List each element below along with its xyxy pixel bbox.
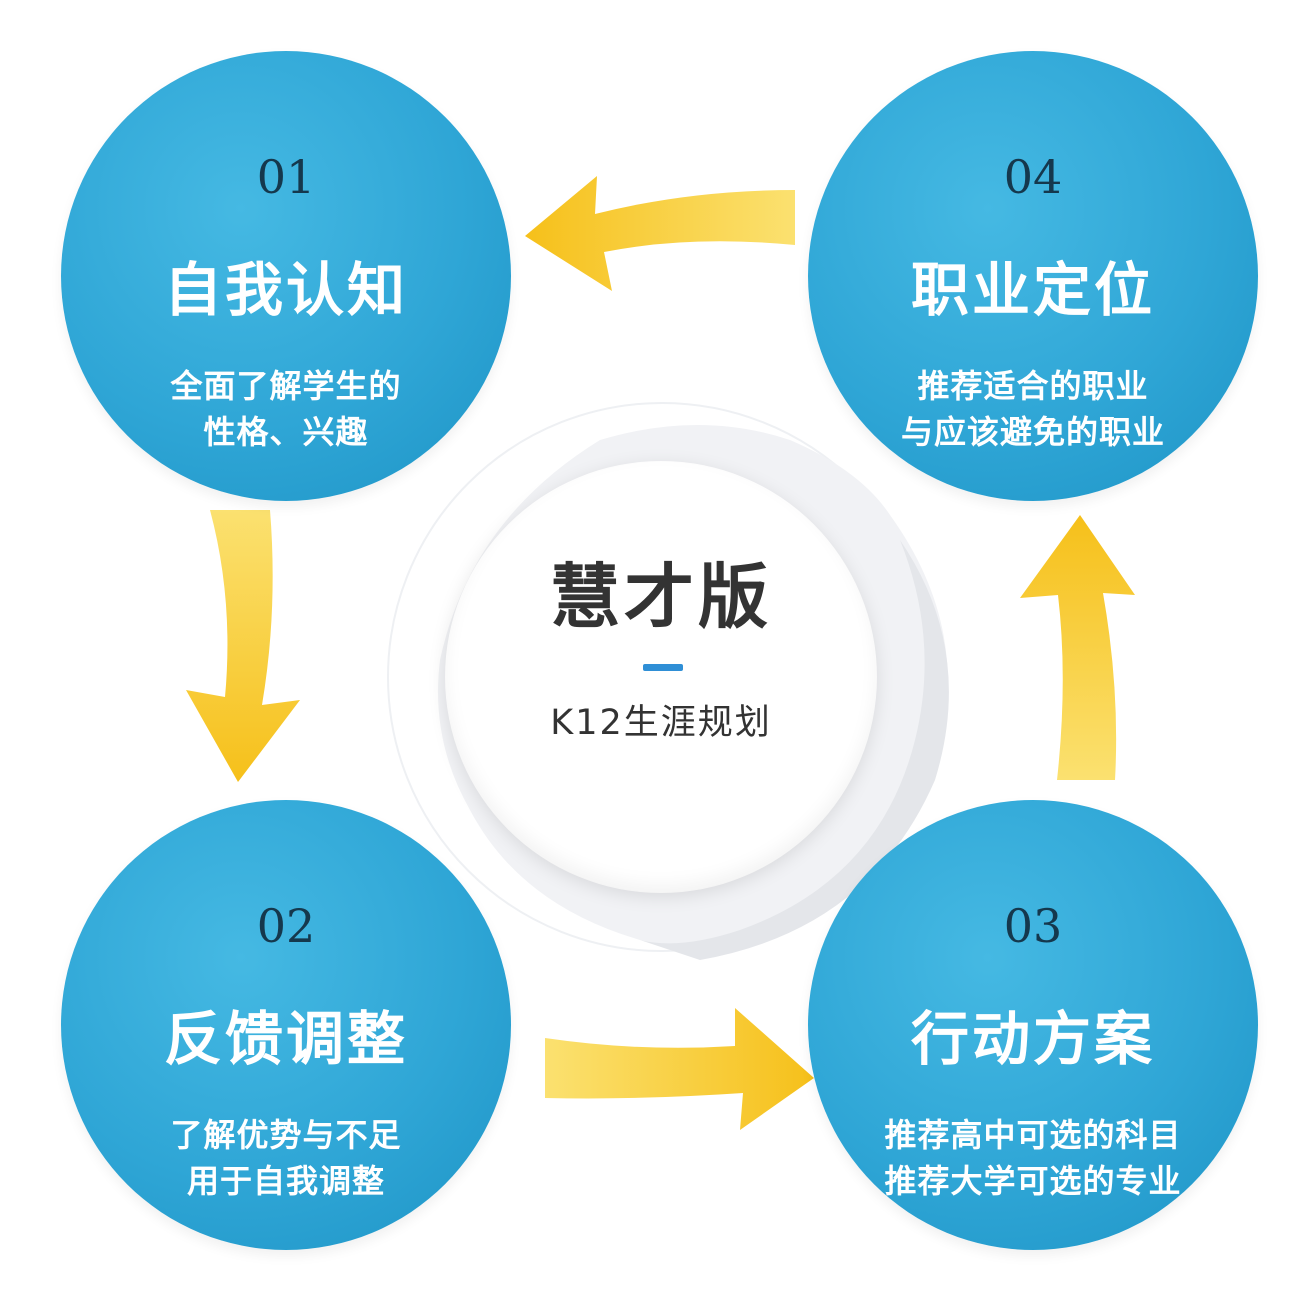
step-title: 自我认知	[163, 256, 408, 324]
step-description: 了解优势与不足 用于自我调整	[61, 1112, 511, 1204]
step-title: 反馈调整	[163, 1005, 408, 1073]
step-circle-02: 02 反馈调整 了解优势与不足 用于自我调整	[61, 800, 511, 1250]
step-description-line: 了解优势与不足	[170, 1116, 402, 1154]
step-title: 行动方案	[910, 1005, 1155, 1073]
step-description-line: 用于自我调整	[186, 1162, 385, 1200]
step-number: 01	[256, 150, 316, 204]
step-number: 04	[1003, 150, 1063, 204]
step-number: 03	[1003, 899, 1063, 953]
step-circle-03: 03 行动方案 推荐高中可选的科目 推荐大学可选的专业	[808, 800, 1258, 1250]
step-description-line: 全面了解学生的	[170, 367, 402, 405]
step-description-line: 性格、兴趣	[203, 413, 369, 451]
step-circle-04: 04 职业定位 推荐适合的职业 与应该避免的职业	[808, 51, 1258, 501]
arrow-02-to-03	[545, 1008, 814, 1130]
step-description-line: 推荐适合的职业	[917, 367, 1149, 405]
step-description: 全面了解学生的 性格、兴趣	[61, 363, 511, 455]
arrow-04-to-01	[525, 176, 795, 291]
arrow-01-to-02	[186, 510, 300, 782]
step-description-line: 推荐高中可选的科目	[884, 1116, 1182, 1154]
arrow-03-to-04	[1020, 515, 1135, 780]
step-description-line: 推荐大学可选的专业	[884, 1162, 1182, 1200]
step-description: 推荐高中可选的科目 推荐大学可选的专业	[808, 1112, 1258, 1204]
step-circle-01: 01 自我认知 全面了解学生的 性格、兴趣	[61, 51, 511, 501]
step-description-line: 与应该避免的职业	[900, 413, 1165, 451]
step-description: 推荐适合的职业 与应该避免的职业	[808, 363, 1258, 455]
step-number: 02	[256, 899, 316, 953]
step-title: 职业定位	[910, 256, 1155, 324]
